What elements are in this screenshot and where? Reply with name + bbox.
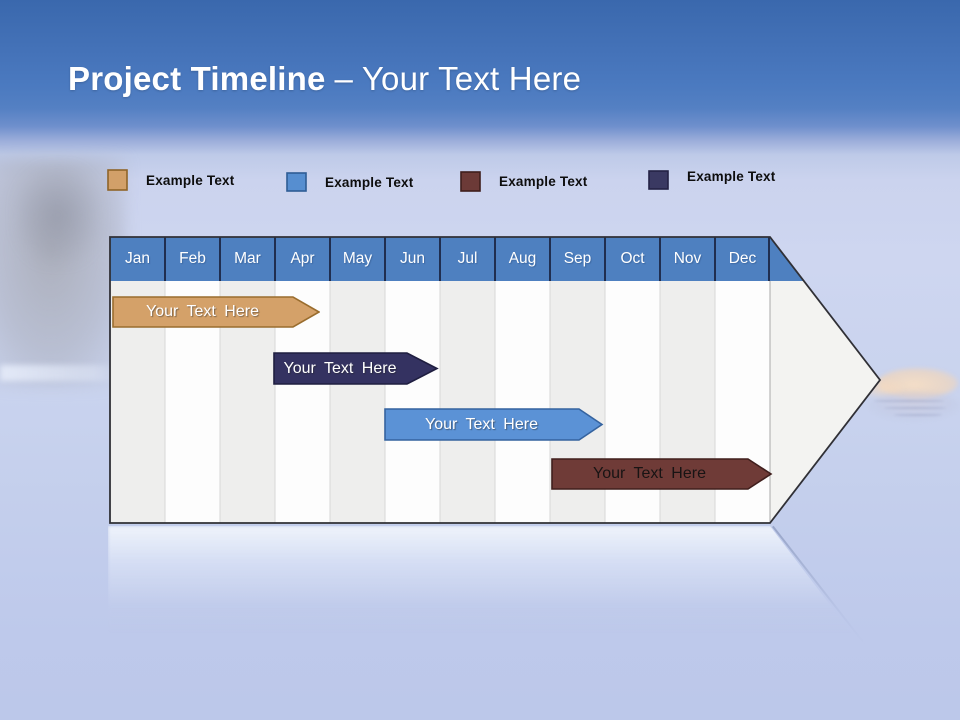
slide-title: Project Timeline– Your Text Here: [68, 58, 581, 100]
slide-title-suffix: – Your Text Here: [334, 60, 582, 97]
water-ripple: [868, 392, 960, 420]
month-label: Dec: [728, 250, 757, 267]
arrow-outline: [109, 236, 882, 524]
task-bar-arrow-shape: [551, 458, 773, 490]
legend-item-1: Example Text: [107, 169, 234, 191]
water-ripple-line: [874, 400, 944, 402]
task-bar-1: Your Text Here: [112, 296, 320, 328]
task-bar-3: Your Text Here: [384, 408, 604, 441]
slide-title-main: Project Timeline: [68, 60, 326, 97]
task-bar-label: Your Text Here: [425, 415, 538, 433]
legend-item-4: Example Text: [648, 168, 776, 190]
legend-label: Example Text: [325, 174, 414, 190]
month-label: Jul: [457, 250, 478, 267]
task-bar-label: Your Text Here: [283, 359, 397, 377]
legend-swatch-navy: [648, 170, 669, 190]
month-label: Apr: [290, 250, 315, 267]
month-label: Sep: [563, 250, 592, 267]
legend-swatch-maroon: [460, 171, 481, 192]
legend-label: Example Text: [499, 174, 588, 189]
task-bar-4: Your Text Here: [551, 458, 773, 490]
month-label: May: [342, 250, 373, 267]
task-bar-arrow-shape: [384, 408, 604, 441]
task-bar-label: Your Text Here: [146, 303, 259, 320]
legend-label: Example Text: [146, 172, 235, 188]
month-label: Oct: [620, 250, 645, 267]
month-label: Jan: [125, 250, 150, 267]
background-water-streak: [0, 365, 120, 381]
header-cell-borders: [164, 237, 770, 281]
task-bar-arrow-shape: [112, 296, 320, 328]
month-label: Feb: [179, 250, 206, 267]
legend-swatch-blue: [286, 172, 307, 192]
task-bar-label: Your Text Here: [593, 465, 706, 482]
month-label: Nov: [673, 250, 702, 267]
task-bar-2: Your Text Here: [273, 352, 439, 385]
month-label: Mar: [234, 250, 261, 267]
month-label: Jun: [400, 250, 425, 267]
legend-swatch-tan: [107, 169, 128, 191]
timeline-reflection: [108, 526, 853, 634]
month-header-band: [110, 237, 804, 281]
water-ripple-line: [884, 407, 946, 409]
month-label: Aug: [508, 250, 537, 267]
legend-item-2: Example Text: [286, 172, 413, 192]
task-bar-arrow-shape: [273, 352, 439, 385]
legend-item-3: Example Text: [460, 171, 587, 192]
water-ripple-line: [894, 414, 942, 416]
legend-label: Example Text: [687, 168, 776, 184]
background-photo-rock: [16, 166, 100, 264]
